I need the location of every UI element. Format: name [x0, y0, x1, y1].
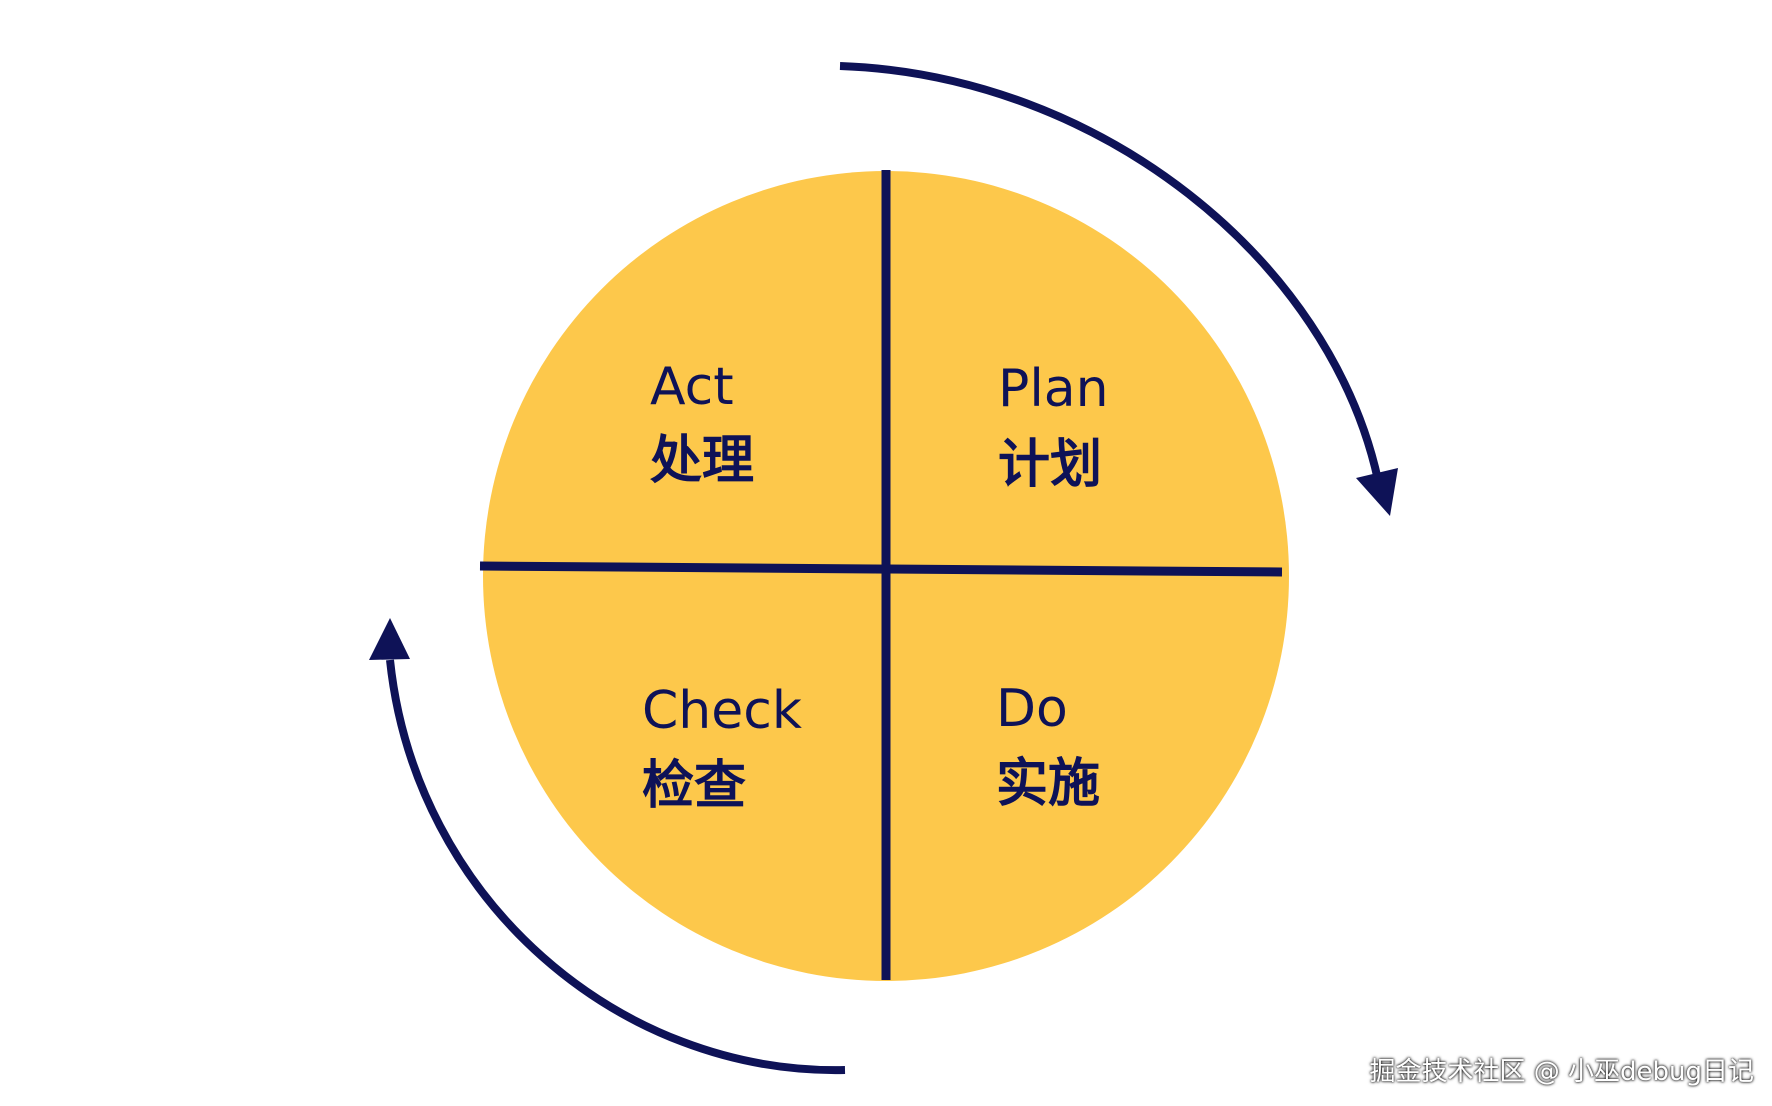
watermark: 掘金技术社区 @ 小巫debug日记 [1369, 1057, 1754, 1087]
do-label-cn: 实施 [996, 754, 1100, 814]
cycle-arrow-top-right [839, 62, 1382, 481]
horizontal-divider [479, 561, 1283, 577]
check-label-cn: 检查 [642, 756, 746, 816]
act-label-en: Act [650, 357, 734, 417]
plan-label-cn: 计划 [998, 435, 1102, 495]
cycle-arrow-top-right-head [1356, 468, 1398, 516]
cycle-arrow-bottom-left-head [369, 618, 410, 660]
check-label-en: Check [642, 681, 802, 741]
plan-label-en: Plan [998, 359, 1109, 419]
cycle-arrow-bottom-left [386, 659, 846, 1075]
do-label-en: Do [996, 679, 1068, 739]
act-label-cn: 处理 [650, 431, 754, 491]
